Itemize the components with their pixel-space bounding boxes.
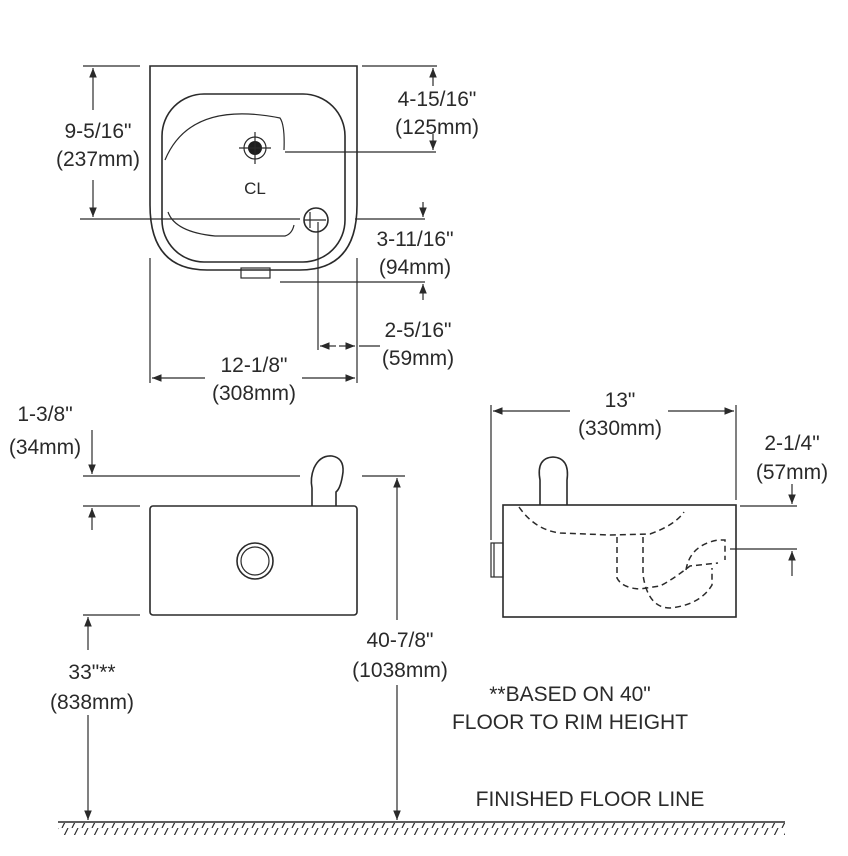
dim-40-7-8: 40-7/8" [367,629,434,652]
dim-59mm: (59mm) [382,347,454,370]
front-view: 1-3/8" (34mm) 33"** (838mm) 40-7/8" (103… [9,403,448,820]
basin-bowl [161,93,346,263]
dim-1038mm: (1038mm) [352,659,448,682]
note-line-1: **BASED ON 40" [489,683,651,706]
dim-94mm: (94mm) [379,256,451,279]
top-view: CL 9-5/16" (237mm) 4-15/16" (125mm) 3-11… [56,65,479,405]
dim-1-3-8: 1-3/8" [17,403,72,426]
basin-contour-upper [164,113,285,161]
dim-4-15-16: 4-15/16" [398,88,477,111]
dim-330mm: (330mm) [578,417,662,440]
bottom-tab [240,267,271,279]
dim-34mm: (34mm) [9,436,81,459]
top-outline [149,65,358,271]
dim-237mm: (237mm) [56,148,140,171]
wall-bracket [490,542,504,578]
side-body [502,504,737,618]
floor-hatch [58,823,785,835]
dim-3-11-16: 3-11/16" [376,228,453,251]
basin-contour-lower [167,211,295,237]
dim-2-5-16: 2-5/16" [385,319,452,342]
dim-2-1-4: 2-1/4" [764,432,819,455]
dim-12-1-8: 12-1/8" [221,354,288,377]
dim-13-in: 13" [605,389,636,412]
dim-838mm: (838mm) [50,691,134,714]
bubbler-icon [239,132,271,164]
floor-line-label: FINISHED FLOOR LINE [476,788,705,811]
front-body [149,505,358,616]
push-button-icon [236,542,274,580]
hidden-basin [518,506,685,536]
note-line-2: FLOOR TO RIM HEIGHT [452,711,688,734]
dim-33-in: 33"** [68,661,115,684]
drain-icon [303,207,329,233]
front-bubbler [310,455,344,506]
centerline-symbol: CL [244,179,266,198]
dim-9-5-16: 9-5/16" [65,120,132,143]
dim-308mm: (308mm) [212,382,296,405]
side-view: 13" (330mm) 2-1/4" (57mm) [490,389,828,618]
side-bubbler [538,456,569,505]
hidden-trap [616,537,726,609]
dim-57mm: (57mm) [756,461,828,484]
dim-125mm: (125mm) [395,116,479,139]
